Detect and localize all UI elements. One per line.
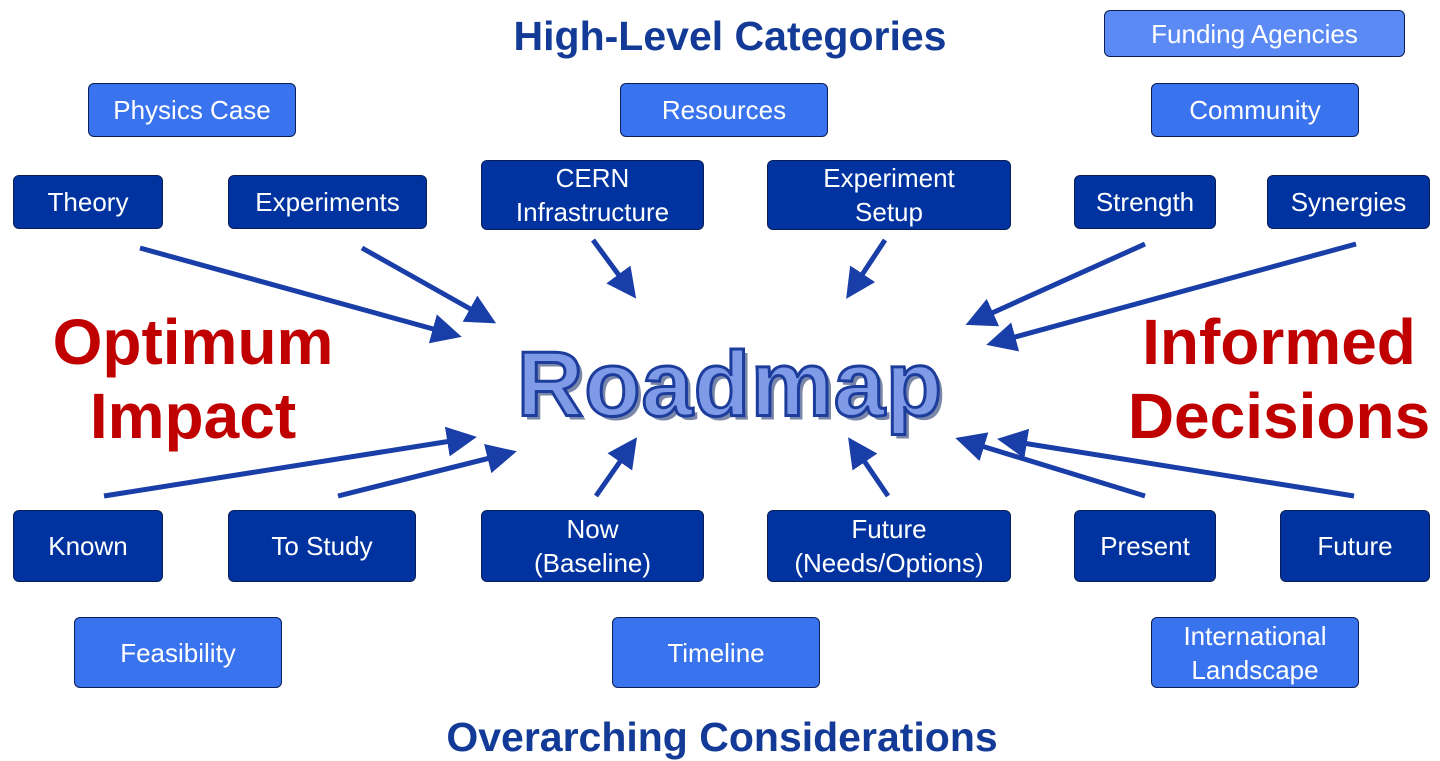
box-known: Known [13,510,163,582]
box-present-label: Present [1100,531,1190,561]
informed-label: Informed [1142,306,1416,378]
optimum-impact-label: Optimum Impact [53,305,334,453]
box-experiment-setup: Experiment Setup [767,160,1011,230]
box-strength-label: Strength [1095,187,1195,217]
decisions-label: Decisions [1127,380,1431,452]
optimum-label: Optimum [52,306,334,378]
box-physics-case-label: Physics Case [113,95,271,125]
impact-label: Impact [89,380,297,452]
box-future: Future [1280,510,1430,582]
arrow-cern [590,238,637,299]
arrow-theory [139,245,462,344]
box-timeline: Timeline [612,617,820,688]
box-known-label: Known [48,531,128,561]
box-synergies: Synergies [1267,175,1430,229]
box-now-baseline: Now (Baseline) [481,510,704,582]
box-cern-label: CERN [555,163,630,193]
box-international-label: International [1183,620,1327,651]
box-experiments: Experiments [228,175,427,229]
box-setup-label: Setup [855,197,923,227]
box-resources: Resources [620,83,828,137]
box-theory: Theory [13,175,163,229]
box-strength: Strength [1074,175,1216,229]
box-baseline-label: (Baseline) [533,548,652,578]
arrow-strength [965,241,1147,327]
box-cern-infrastructure: CERN Infrastructure [481,160,704,230]
box-resources-label: Resources [661,95,787,125]
box-now-label: Now [566,514,619,544]
roadmap-title: Roadmap [515,332,944,437]
box-landscape-label: Landscape [1191,654,1319,685]
box-needs-options-label: (Needs/Options) [794,548,984,578]
box-experiments-label: Experiments [255,187,400,217]
box-future-needs-title: Future [851,514,927,544]
box-feasibility: Feasibility [74,617,282,688]
box-feasibility-label: Feasibility [120,637,236,668]
box-community: Community [1151,83,1359,137]
heading-overarching-considerations: Overarching Considerations [446,714,998,760]
box-to-study: To Study [228,510,416,582]
informed-decisions-label: Informed Decisions [1128,305,1430,453]
arrow-future [997,428,1355,499]
arrow-to-study [337,444,517,499]
box-community-label: Community [1189,95,1321,125]
box-to-study-label: To Study [271,531,373,561]
box-funding-agencies-label: Funding Agencies [1151,18,1358,49]
heading-high-level-categories: High-Level Categories [513,13,947,59]
box-present: Present [1074,510,1216,582]
arrow-known [103,426,477,499]
box-timeline-label: Timeline [667,637,765,668]
arrow-present [955,432,1146,499]
arrow-exp-setup [846,238,888,299]
box-international-landscape: International Landscape [1151,617,1359,688]
arrow-future-needs [848,437,891,498]
arrow-experiments [360,245,497,324]
box-future-label: Future [1317,531,1393,561]
box-theory-label: Theory [47,187,129,217]
arrow-synergies [986,241,1357,352]
box-funding-agencies: Funding Agencies [1104,10,1405,57]
box-future-needs-options: Future (Needs/Options) [767,510,1011,582]
box-synergies-label: Synergies [1290,187,1407,217]
box-infrastructure-label: Infrastructure [515,197,670,227]
box-experiment-label: Experiment [823,163,955,193]
arrow-now [593,437,638,498]
box-physics-case: Physics Case [88,83,296,137]
